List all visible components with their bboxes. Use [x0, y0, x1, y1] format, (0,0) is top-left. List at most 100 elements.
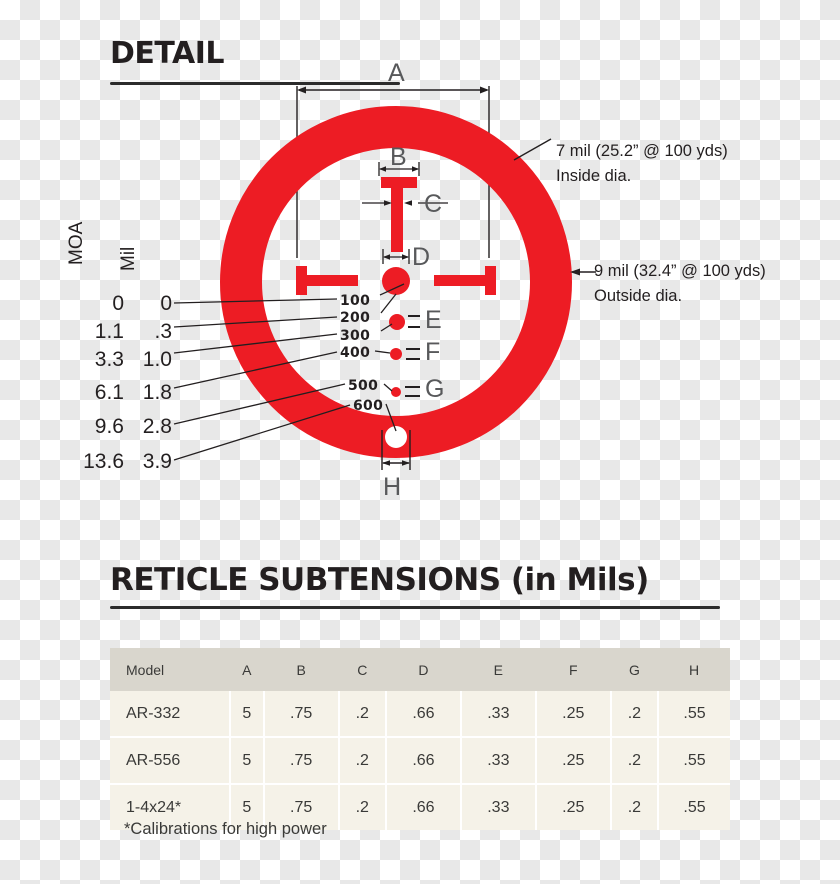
column-header-d: D	[385, 648, 461, 691]
cell-b: .75	[263, 784, 340, 830]
table-footnote: *Calibrations for high power	[124, 820, 327, 838]
reticle-dot-600	[385, 426, 407, 448]
reticle-dot-300	[389, 314, 405, 330]
range-label-300: 300	[340, 328, 371, 344]
detail-heading: DETAIL	[110, 36, 225, 71]
mil-value-5: 3.9	[142, 450, 172, 473]
cell-e: .33	[460, 691, 537, 738]
mil-value-4: 2.8	[142, 415, 172, 438]
callout-outside-diameter: 9 mil (32.4” @ 100 yds) Outside dia.	[594, 259, 766, 309]
table-row: AR-332 5 .75 .2 .66 .33 .25 .2 .55	[110, 691, 730, 738]
dimension-label-h: H	[383, 473, 402, 501]
cell-c: .2	[338, 737, 387, 785]
column-header-g: G	[610, 648, 659, 691]
column-header-f: F	[535, 648, 611, 691]
cell-a: 5	[230, 691, 265, 738]
cell-d: .66	[385, 737, 462, 785]
mil-value-0: 0	[160, 292, 172, 315]
column-header-b: B	[263, 648, 339, 691]
column-header-h: H	[658, 648, 730, 691]
cell-d: .66	[385, 784, 462, 830]
moa-value-3: 6.1	[94, 381, 124, 404]
cell-h: .55	[658, 691, 730, 738]
range-label-400: 400	[340, 345, 371, 361]
cell-h: .55	[658, 784, 730, 830]
range-label-100: 100	[340, 293, 371, 309]
cell-b: .75	[263, 691, 340, 738]
reticle-left-bar	[296, 266, 358, 295]
reticle-right-bar	[434, 266, 496, 295]
moa-value-5: 13.6	[83, 450, 124, 473]
callout-leader-outside	[570, 268, 596, 276]
moa-value-2: 3.3	[94, 348, 124, 371]
scale-header-mil: Mil	[118, 246, 139, 271]
range-label-600: 600	[353, 398, 384, 414]
column-header-a: A	[230, 648, 264, 691]
mil-value-1: .3	[154, 320, 172, 343]
reticle-stadia-E	[408, 315, 420, 328]
cell-f: .25	[535, 737, 612, 785]
cell-e: .33	[460, 737, 537, 785]
subtensions-heading-rule	[110, 606, 720, 609]
reticle-dot-500	[391, 387, 401, 397]
moa-value-0: 0	[112, 292, 124, 315]
mil-value-2: 1.0	[142, 348, 172, 371]
dimension-label-b: B	[390, 143, 407, 171]
cell-h: .55	[658, 737, 730, 785]
callout-outside-line1: 9 mil (32.4” @ 100 yds)	[594, 262, 766, 280]
table-row: 1-4x24* 5 .75 .2 .66 .33 .25 .2 .55	[110, 784, 730, 830]
reticle-diagram	[173, 86, 596, 470]
scale-leader-lines	[173, 298, 351, 461]
cell-model: 1-4x24*	[110, 784, 231, 830]
reticle-top-post	[381, 177, 417, 252]
dimension-label-e: E	[425, 306, 442, 334]
scale-header-moa: MOA	[66, 221, 87, 265]
cell-g: .2	[610, 691, 660, 738]
range-label-500: 500	[348, 378, 379, 394]
detail-heading-rule	[110, 82, 400, 85]
cell-f: .25	[535, 784, 612, 830]
dimension-B	[378, 162, 420, 176]
cell-c: .2	[338, 784, 387, 830]
cell-a: 5	[230, 737, 265, 785]
dimension-D	[382, 249, 410, 264]
callout-inside-line1: 7 mil (25.2” @ 100 yds)	[556, 142, 728, 160]
cell-a: 5	[230, 784, 265, 830]
dimension-label-c: C	[424, 190, 443, 218]
callout-outside-line2: Outside dia.	[594, 286, 683, 305]
moa-value-1: 1.1	[94, 320, 124, 343]
range-leader-lines	[374, 283, 405, 432]
cell-d: .66	[385, 691, 462, 738]
dimension-C	[362, 200, 448, 206]
cell-c: .2	[338, 691, 387, 738]
dimension-label-a: A	[388, 59, 405, 87]
column-header-c: C	[338, 648, 386, 691]
dimension-label-f: F	[425, 338, 441, 366]
cell-g: .2	[610, 784, 660, 830]
moa-value-4: 9.6	[94, 415, 124, 438]
reticle-center-dot	[382, 267, 410, 295]
cell-model: AR-556	[110, 737, 231, 785]
cell-f: .25	[535, 691, 612, 738]
reticle-stadia-F	[406, 348, 420, 360]
dimension-label-d: D	[412, 243, 431, 271]
cell-b: .75	[263, 737, 340, 785]
cell-g: .2	[610, 737, 660, 785]
cell-e: .33	[460, 784, 537, 830]
reticle-stadia-G	[405, 386, 420, 397]
dimension-H	[381, 430, 411, 470]
subtensions-heading: RETICLE SUBTENSIONS (in Mils)	[110, 562, 649, 598]
column-header-model: Model	[110, 648, 230, 691]
callout-inside-line2: Inside dia.	[556, 166, 632, 185]
dimension-label-g: G	[425, 375, 445, 403]
mil-value-3: 1.8	[142, 381, 172, 404]
range-label-200: 200	[340, 310, 371, 326]
reticle-dot-400	[390, 348, 402, 360]
table-row: AR-556 5 .75 .2 .66 .33 .25 .2 .55	[110, 737, 730, 785]
column-header-e: E	[460, 648, 536, 691]
callout-leader-inside	[513, 138, 552, 161]
callout-inside-diameter: 7 mil (25.2” @ 100 yds) Inside dia.	[556, 139, 728, 189]
subtensions-table: Model A B C D E F G H AR-332 5 .75 .2 .6…	[110, 648, 730, 830]
cell-model: AR-332	[110, 691, 231, 738]
